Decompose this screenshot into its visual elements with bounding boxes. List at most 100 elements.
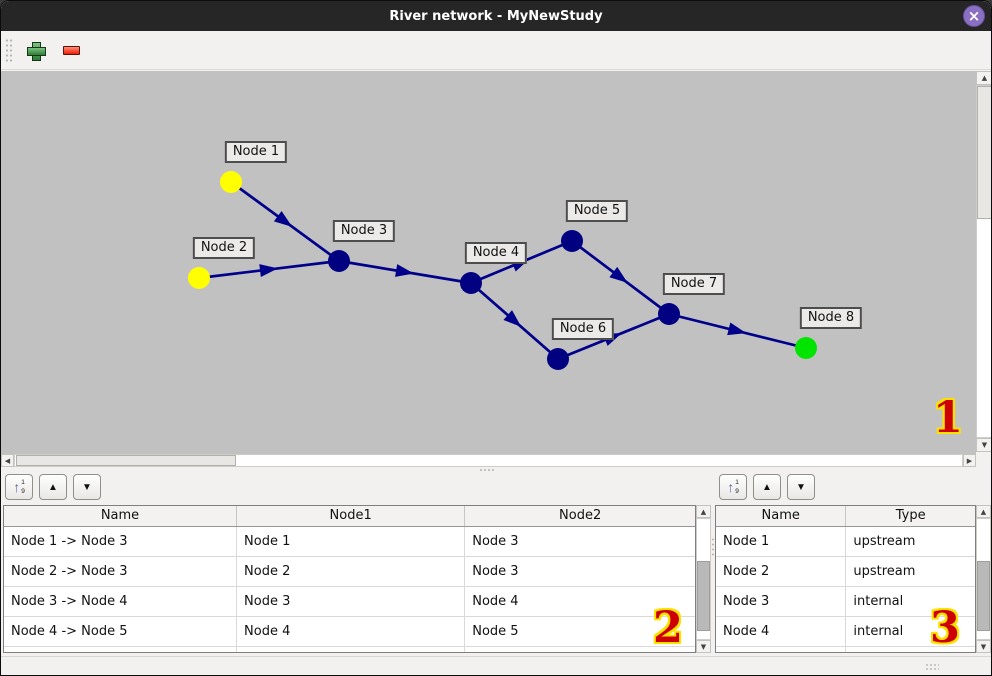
column-header-node1[interactable]: Node1 — [236, 506, 466, 527]
links-table-scroll-down-icon[interactable]: ▼ — [696, 640, 711, 653]
minus-icon — [62, 45, 80, 55]
canvas-hscroll-right-icon[interactable]: ▶ — [963, 454, 976, 467]
node-label-node-7: Node 7 — [662, 273, 726, 295]
table-cell[interactable]: Node 2 — [236, 556, 466, 587]
node-node-2[interactable] — [188, 267, 210, 289]
canvas-vscroll-down-icon[interactable]: ▼ — [976, 438, 991, 452]
splitter-handle-icon[interactable] — [711, 537, 715, 557]
table-cell[interactable]: Node 3 -> Node 4 — [4, 586, 238, 617]
vertical-splitter[interactable] — [711, 473, 715, 656]
nodes-table-scroll-down-icon[interactable]: ▼ — [976, 640, 991, 653]
nodes-table-scroll-up-icon[interactable]: ▲ — [976, 505, 991, 518]
horizontal-splitter[interactable] — [1, 467, 991, 473]
edge-arrow-icon — [503, 310, 522, 327]
links-table-scroll-up-icon[interactable]: ▲ — [696, 505, 711, 518]
annotation-1: 1 — [933, 393, 963, 443]
canvas-hscroll-left-icon[interactable]: ◀ — [1, 454, 14, 467]
table-cell[interactable]: upstream — [845, 556, 975, 587]
table-cell[interactable]: Node 4 -> Node 5 — [4, 616, 238, 647]
table-cell[interactable]: Node 4 — [236, 616, 466, 647]
splitter-handle-icon[interactable] — [479, 468, 495, 472]
plus-icon — [26, 41, 46, 61]
nodes-move-down-button[interactable]: ▼ — [787, 474, 815, 500]
table-cell[interactable]: Node 1 — [716, 526, 847, 557]
canvas-vscroll-thumb[interactable] — [977, 86, 991, 219]
down-arrow-icon: ▼ — [82, 481, 92, 493]
links-move-up-button[interactable]: ▲ — [39, 474, 67, 500]
edge-arrow-icon — [609, 266, 628, 283]
table-row-empty[interactable] — [4, 646, 695, 652]
close-button[interactable]: × — [963, 5, 985, 27]
node-node-1[interactable] — [220, 171, 242, 193]
column-header-node2[interactable]: Node2 — [464, 506, 695, 527]
node-node-7[interactable] — [658, 303, 680, 325]
table-cell[interactable] — [845, 646, 975, 652]
edge-arrow-icon — [259, 264, 278, 278]
table-cell[interactable]: Node 2 — [716, 556, 847, 587]
canvas-hscroll-track[interactable] — [14, 454, 963, 467]
edge-arrow-icon — [727, 322, 747, 336]
table-cell[interactable]: Node 4 — [464, 586, 695, 617]
add-node-button[interactable] — [21, 36, 49, 64]
table-cell[interactable]: Node 3 — [236, 586, 466, 617]
table-cell[interactable] — [4, 646, 238, 652]
table-row-empty[interactable] — [716, 646, 975, 652]
links-move-down-button[interactable]: ▼ — [73, 474, 101, 500]
up-arrow-icon: ▲ — [762, 481, 772, 493]
table-cell[interactable]: upstream — [845, 526, 975, 557]
toolbar-drag-handle-icon[interactable] — [5, 38, 13, 62]
node-label-node-1: Node 1 — [224, 141, 288, 163]
node-node-5[interactable] — [561, 230, 583, 252]
canvas-hscroll-thumb[interactable] — [16, 455, 236, 466]
table-cell[interactable]: Node 3 — [716, 586, 847, 617]
edge-arrow-icon — [395, 264, 414, 277]
column-header-name[interactable]: Name — [716, 506, 847, 527]
column-header-name[interactable]: Name — [4, 506, 238, 527]
canvas-vscroll-up-icon[interactable]: ▲ — [976, 71, 991, 85]
column-header-type[interactable]: Type — [845, 506, 975, 527]
table-cell[interactable]: Node 1 — [236, 526, 466, 557]
resize-grip-icon[interactable] — [925, 663, 939, 670]
table-cell[interactable]: Node 1 -> Node 3 — [4, 526, 238, 557]
table-cell[interactable]: Node 4 — [716, 616, 847, 647]
links-table-scroll-thumb[interactable] — [697, 561, 710, 631]
nodes-table-scroll-thumb[interactable] — [977, 561, 990, 631]
table-cell[interactable]: Node 5 — [464, 616, 695, 647]
table-cell[interactable]: Node 3 — [464, 526, 695, 557]
nodes-move-up-button[interactable]: ▲ — [753, 474, 781, 500]
table-cell[interactable]: internal — [845, 586, 975, 617]
table-cell[interactable]: Node 2 -> Node 3 — [4, 556, 238, 587]
table-cell[interactable] — [716, 646, 847, 652]
table-cell[interactable]: internal — [845, 616, 975, 647]
node-node-8[interactable] — [795, 337, 817, 359]
titlebar[interactable]: River network - MyNewStudy × — [1, 1, 991, 31]
table-cell[interactable] — [236, 646, 466, 652]
node-node-3[interactable] — [328, 250, 350, 272]
table-cell[interactable]: Node 3 — [464, 556, 695, 587]
toolbar — [1, 31, 991, 70]
node-node-6[interactable] — [547, 348, 569, 370]
node-node-4[interactable] — [460, 272, 482, 294]
table-cell[interactable] — [464, 646, 695, 652]
remove-node-button[interactable] — [57, 36, 85, 64]
